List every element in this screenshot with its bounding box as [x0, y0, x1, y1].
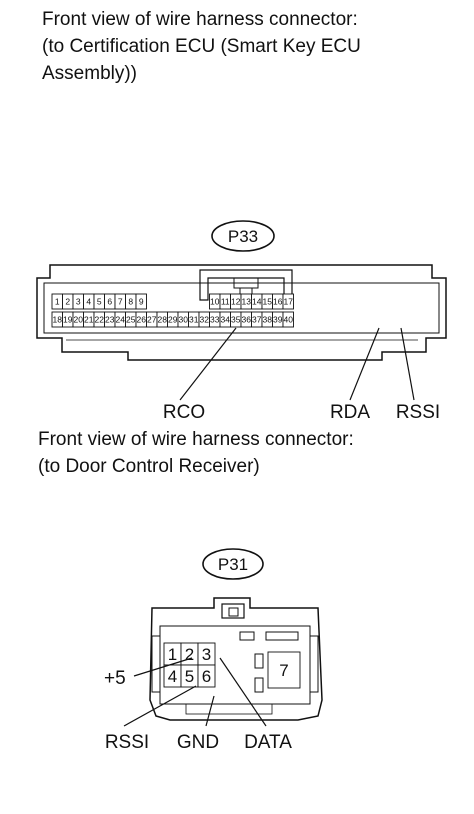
p33-pin-17-cell	[282, 293, 294, 310]
p31-label-plus5: +5	[104, 668, 126, 689]
p33-pin-9: 9	[139, 297, 144, 307]
p31-pin-2: 2	[185, 645, 194, 664]
p33-pin-5: 5	[97, 297, 102, 307]
p33-pin-11: 11	[221, 297, 230, 307]
p33-pin-6: 6	[107, 297, 112, 307]
p33-pin-28: 28	[158, 315, 168, 325]
p33-pin-27: 27	[147, 315, 157, 325]
p31-id-label: P31	[218, 555, 248, 574]
p33-id-label: P33	[228, 227, 258, 246]
p33-pin-36: 36	[242, 315, 252, 325]
p31-pin-6: 6	[202, 667, 211, 686]
p33-label-rda: RDA	[330, 402, 370, 420]
p33-pin-32: 32	[200, 315, 210, 325]
p33-leader-rda	[349, 327, 380, 401]
p31-side-right	[309, 635, 319, 693]
p33-pin-37: 37	[252, 315, 262, 325]
p33-pin-24: 24	[116, 315, 126, 325]
p33-pin-39: 39	[273, 315, 283, 325]
p31-pin-5: 5	[185, 667, 194, 686]
p33-pin-15: 15	[263, 297, 273, 307]
p33-pin-16: 16	[273, 297, 283, 307]
p33-pin-9-cell	[135, 293, 147, 310]
p33-pin-4: 4	[86, 297, 91, 307]
p33-pin-10: 10	[210, 297, 220, 307]
p33-housing-inner	[43, 282, 440, 334]
p31-key-b	[265, 631, 299, 641]
p31-leader-gnd	[205, 695, 215, 727]
p31-label-data: DATA	[244, 732, 292, 753]
p33-pin-2: 2	[65, 297, 70, 307]
p31-pin-3: 3	[202, 645, 211, 664]
p31-latch	[221, 603, 245, 619]
p33-pin-25: 25	[126, 315, 136, 325]
connector2-caption: Front view of wire harness connector: (t…	[38, 429, 354, 477]
p33-pin-18: 18	[53, 315, 63, 325]
p33-pin-30: 30	[179, 315, 189, 325]
p31-key-c	[254, 653, 264, 669]
p31-key-a	[239, 631, 255, 641]
p33-leader-rssi	[400, 327, 415, 401]
p31-pin-4: 4	[168, 667, 177, 686]
p31-leader-data	[219, 657, 267, 727]
p31-label-rssi: RSSI	[105, 732, 149, 753]
p33-pin-13: 13	[242, 297, 252, 307]
p33-pin-14: 14	[252, 297, 262, 307]
p33-pin-26: 26	[137, 315, 147, 325]
p33-pin-29: 29	[168, 315, 178, 325]
p33-pin-33: 33	[210, 315, 220, 325]
p31-id-bubble	[202, 548, 264, 580]
connector1-caption: Front view of wire harness connector: (t…	[42, 9, 361, 84]
p33-pin-1: 1	[55, 297, 60, 307]
p33-pin-40: 40	[284, 315, 294, 325]
p33-label-rssi: RSSI	[396, 402, 440, 420]
p31-pin-7-cell	[267, 651, 301, 689]
p33-pin-19: 19	[63, 315, 73, 325]
p33-pin-35: 35	[231, 315, 241, 325]
p31-side-left	[151, 635, 161, 693]
p31-housing	[149, 597, 323, 721]
p33-pin-23: 23	[105, 315, 115, 325]
p31-key-d	[254, 677, 264, 693]
p31-latch-slot	[228, 607, 239, 617]
p33-id-bubble	[211, 220, 275, 252]
p31-leader-rssi	[123, 685, 197, 727]
p33-pin-3: 3	[76, 297, 81, 307]
p33-pin-40-cell	[282, 311, 294, 328]
p31-bottom-notch	[185, 703, 273, 715]
p33-pin-7: 7	[118, 297, 123, 307]
p33-pin-21: 21	[84, 315, 94, 325]
p33-leader-rco	[179, 327, 237, 401]
p33-pin-31: 31	[189, 315, 199, 325]
p33-pin-8: 8	[128, 297, 133, 307]
p31-pin-1: 1	[168, 645, 177, 664]
p33-pin-12: 12	[231, 297, 241, 307]
p33-pin-38: 38	[263, 315, 273, 325]
p33-label-rco: RCO	[163, 402, 205, 420]
p31-pin-6-cell	[197, 664, 216, 688]
p31-leader-plus5	[133, 657, 193, 677]
p33-pin-20: 20	[74, 315, 84, 325]
p33-pin-17: 17	[284, 297, 294, 307]
p31-pin-7: 7	[279, 661, 288, 680]
p31-label-gnd: GND	[177, 732, 219, 753]
p33-pin-34: 34	[221, 315, 231, 325]
p33-pin-22: 22	[95, 315, 105, 325]
p33-housing	[36, 264, 447, 361]
p33-latch	[199, 269, 293, 301]
